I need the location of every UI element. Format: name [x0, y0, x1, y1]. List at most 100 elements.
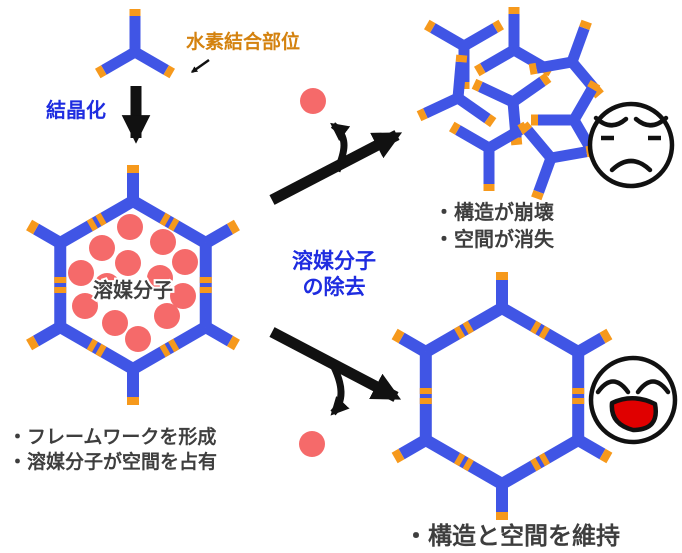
framework-hexagon-empty — [391, 272, 613, 520]
arrow-to-collapsed-icon — [269, 130, 403, 205]
bond-band — [462, 320, 474, 335]
sad-eye-right — [633, 115, 669, 128]
molecule-arm — [480, 45, 517, 73]
face-outline — [587, 101, 675, 189]
single-y-molecule — [95, 9, 175, 79]
collapsed-molecules-group — [416, 7, 604, 201]
sad-face-icon — [587, 101, 675, 189]
solvent-circle — [154, 303, 180, 329]
molecule-arm — [430, 23, 467, 51]
solvent-circles-group — [68, 214, 198, 352]
bond-site-tip — [579, 19, 592, 31]
molecule-arm — [569, 86, 597, 123]
bond-band — [453, 452, 466, 467]
bond-site-tip — [424, 19, 436, 33]
annotation-arrow-icon — [190, 58, 210, 74]
y-molecule — [449, 121, 529, 191]
y-molecule — [95, 9, 175, 79]
molecule-arm — [550, 146, 588, 164]
left-caption-line2: ・溶媒分子が空間を占有 — [8, 450, 217, 473]
molecule-arm — [523, 126, 556, 162]
bond-site-tip — [391, 448, 405, 464]
bond-site-tip — [416, 108, 428, 122]
molecule-arm — [101, 47, 138, 75]
solvent-circle — [170, 283, 196, 309]
collapsed-caption-line1: ・構造が崩壊 — [434, 200, 555, 224]
solvent-removal-label-line2: の除去 — [303, 275, 366, 299]
happy-face-icon — [588, 355, 678, 445]
bond-band — [95, 212, 107, 227]
bond-band — [159, 212, 171, 227]
hexagon-edge — [130, 195, 209, 249]
bond-site-tip — [484, 114, 497, 128]
solvent-removal-label-line1: 溶媒分子 — [292, 249, 376, 273]
solvent-circle — [68, 260, 94, 286]
bond-band — [86, 217, 98, 232]
outer-arm — [33, 321, 64, 347]
bond-site-tip — [391, 328, 405, 344]
solvent-circle — [72, 293, 98, 319]
bond-site-tip — [539, 72, 552, 86]
bond-band — [538, 452, 551, 467]
molecule-arm — [535, 56, 573, 74]
hexagon-edge — [130, 321, 209, 375]
solvent-circle — [147, 265, 173, 291]
framework-hexagon-filled — [26, 165, 240, 405]
solvent-circle — [115, 250, 141, 276]
molecule-arm — [423, 93, 461, 119]
y-molecule — [519, 121, 595, 201]
bond-site-tip — [474, 63, 486, 77]
outer-arm — [398, 434, 429, 460]
molecule-arm — [452, 61, 467, 99]
bond-band — [453, 325, 466, 340]
y-molecule — [474, 7, 554, 77]
bond-site-tip — [587, 80, 601, 92]
bond-site-tip — [599, 328, 613, 344]
bond-site-tip — [163, 65, 175, 79]
bond-site-tip — [510, 137, 523, 146]
bond-site-tip — [449, 121, 461, 135]
collapsed-caption-line2: ・空間が消失 — [434, 227, 555, 251]
molecule-arm — [566, 26, 590, 64]
bond-site-tip — [471, 78, 483, 92]
hexagon-edge — [57, 195, 136, 249]
bond-site-tip — [226, 335, 240, 351]
solvent-escape-arrow-top-icon — [330, 122, 351, 173]
bond-site-tip — [531, 189, 544, 201]
bond-band — [168, 217, 180, 232]
bond-site-tip — [455, 54, 468, 63]
bond-site-tip — [599, 448, 613, 464]
bond-band — [530, 320, 542, 335]
bond-band — [159, 343, 171, 358]
bond-site-tip — [528, 62, 538, 75]
hydrogen-bond-site-label: 水素結合部位 — [186, 30, 300, 53]
happy-eye-left — [595, 379, 631, 395]
bond-site-tip — [492, 19, 504, 33]
outer-arm — [398, 332, 429, 358]
free-solvent-circle — [300, 88, 326, 114]
solvent-molecules-label: 溶媒分子 — [93, 278, 173, 302]
solvent-circle — [117, 214, 143, 240]
hexagon-edge — [498, 434, 582, 490]
molecule-arm — [533, 156, 557, 194]
outer-arm — [202, 223, 233, 249]
frown-mouth — [609, 158, 653, 173]
molecule-arm — [486, 125, 523, 153]
bond-band — [86, 338, 98, 353]
crystallization-label: 結晶化 — [46, 98, 106, 122]
solvent-circle — [125, 326, 151, 352]
happy-eye-right — [635, 379, 671, 395]
solvent-escape-arrow-bottom-icon — [330, 365, 350, 416]
molecule-arm — [455, 125, 492, 153]
bond-site-tip — [519, 121, 533, 134]
y-molecule — [416, 54, 497, 128]
sad-eye-left — [593, 115, 629, 128]
hexagon-edge — [422, 434, 505, 490]
bond-site-tip — [26, 219, 40, 235]
molecule-arm — [509, 76, 546, 107]
solvent-circle — [150, 229, 176, 255]
free-solvent-circle — [299, 431, 325, 457]
solvent-circle — [102, 310, 128, 336]
hexagon-edge — [498, 302, 582, 358]
